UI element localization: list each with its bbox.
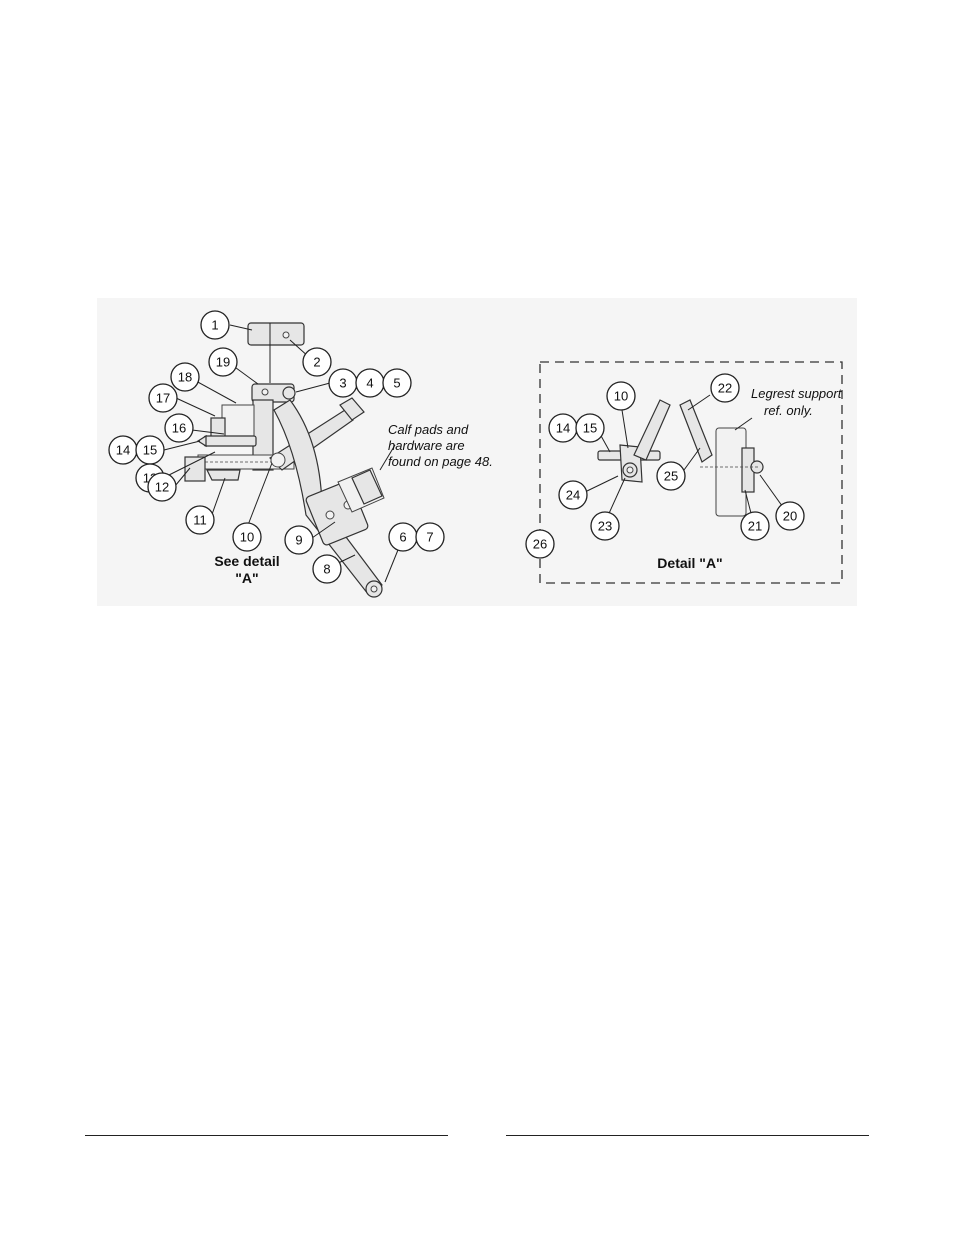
callout-label: 8 bbox=[323, 562, 330, 577]
see-detail-label-line1: See detail bbox=[214, 553, 279, 569]
legrest-note-line2: ref. only. bbox=[764, 403, 813, 418]
detail-callout-26: 26 bbox=[525, 529, 555, 559]
callout-15: 15 bbox=[135, 435, 165, 465]
callout-label: 6 bbox=[399, 530, 406, 545]
detail-a-frame bbox=[539, 361, 843, 584]
detail-callout-10: 10 bbox=[606, 381, 636, 411]
detail-a-drawing bbox=[586, 394, 786, 521]
callout-19: 19 bbox=[208, 347, 238, 377]
callout-label: 2 bbox=[313, 355, 320, 370]
callout-label: 25 bbox=[664, 469, 678, 484]
main-assembly bbox=[162, 322, 403, 598]
callout-12: 12 bbox=[147, 472, 177, 502]
see-detail-label-line2: "A" bbox=[235, 570, 258, 586]
detail-callout-22: 22 bbox=[710, 373, 740, 403]
callout-label: 18 bbox=[178, 370, 192, 385]
callout-7: 7 bbox=[415, 522, 445, 552]
callout-label: 20 bbox=[783, 509, 797, 524]
callout-4: 4 bbox=[355, 368, 385, 398]
detail-callout-21: 21 bbox=[740, 511, 770, 541]
callout-9: 9 bbox=[284, 525, 314, 555]
main-callouts: 1 2 19 3 4 5 18 17 16 14 15 13 12 11 10 … bbox=[108, 310, 445, 584]
callout-label: 19 bbox=[216, 355, 230, 370]
callout-16: 16 bbox=[164, 413, 194, 443]
callout-label: 7 bbox=[426, 530, 433, 545]
callout-2: 2 bbox=[302, 347, 332, 377]
callout-label: 26 bbox=[533, 537, 547, 552]
callout-5: 5 bbox=[382, 368, 412, 398]
footer-rule-right bbox=[506, 1135, 869, 1136]
callout-label: 23 bbox=[598, 519, 612, 534]
callout-11: 11 bbox=[185, 505, 215, 535]
callout-18: 18 bbox=[170, 362, 200, 392]
detail-callout-24: 24 bbox=[558, 480, 588, 510]
callout-label: 14 bbox=[116, 443, 130, 458]
callout-14: 14 bbox=[108, 435, 138, 465]
callout-label: 17 bbox=[156, 391, 170, 406]
callout-label: 22 bbox=[718, 381, 732, 396]
detail-callout-25: 25 bbox=[656, 461, 686, 491]
callout-label: 10 bbox=[240, 530, 254, 545]
footer-rule-left bbox=[85, 1135, 448, 1136]
callout-label: 10 bbox=[614, 389, 628, 404]
detail-callout-20: 20 bbox=[775, 501, 805, 531]
callout-10: 10 bbox=[232, 522, 262, 552]
calf-pads-note-line2: hardware are bbox=[388, 438, 465, 453]
callout-label: 9 bbox=[295, 533, 302, 548]
detail-callout-14: 14 bbox=[548, 413, 578, 443]
callout-label: 5 bbox=[393, 376, 400, 391]
callout-label: 11 bbox=[193, 513, 207, 528]
detail-callouts: 10 22 14 15 24 23 25 21 20 26 bbox=[525, 373, 805, 559]
calf-pads-note-line3: found on page 48. bbox=[388, 454, 493, 469]
detail-callout-15: 15 bbox=[575, 413, 605, 443]
calf-pads-note-line1: Calf pads and bbox=[388, 422, 469, 437]
callout-label: 1 bbox=[211, 318, 218, 333]
callout-label: 12 bbox=[155, 480, 169, 495]
callout-8: 8 bbox=[312, 554, 342, 584]
callout-3: 3 bbox=[328, 368, 358, 398]
callout-label: 3 bbox=[339, 376, 346, 391]
callout-label: 14 bbox=[556, 421, 570, 436]
detail-a-title: Detail "A" bbox=[657, 555, 722, 571]
callout-label: 15 bbox=[143, 443, 157, 458]
callout-1: 1 bbox=[200, 310, 230, 340]
callout-label: 15 bbox=[583, 421, 597, 436]
callout-17: 17 bbox=[148, 383, 178, 413]
callout-label: 24 bbox=[566, 488, 580, 503]
detail-callout-23: 23 bbox=[590, 511, 620, 541]
callout-label: 21 bbox=[748, 519, 762, 534]
callout-label: 4 bbox=[366, 376, 373, 391]
callout-label: 16 bbox=[172, 421, 186, 436]
top-clamp bbox=[247, 322, 305, 346]
legrest-note-line1: Legrest support bbox=[751, 386, 843, 401]
callout-6: 6 bbox=[388, 522, 418, 552]
